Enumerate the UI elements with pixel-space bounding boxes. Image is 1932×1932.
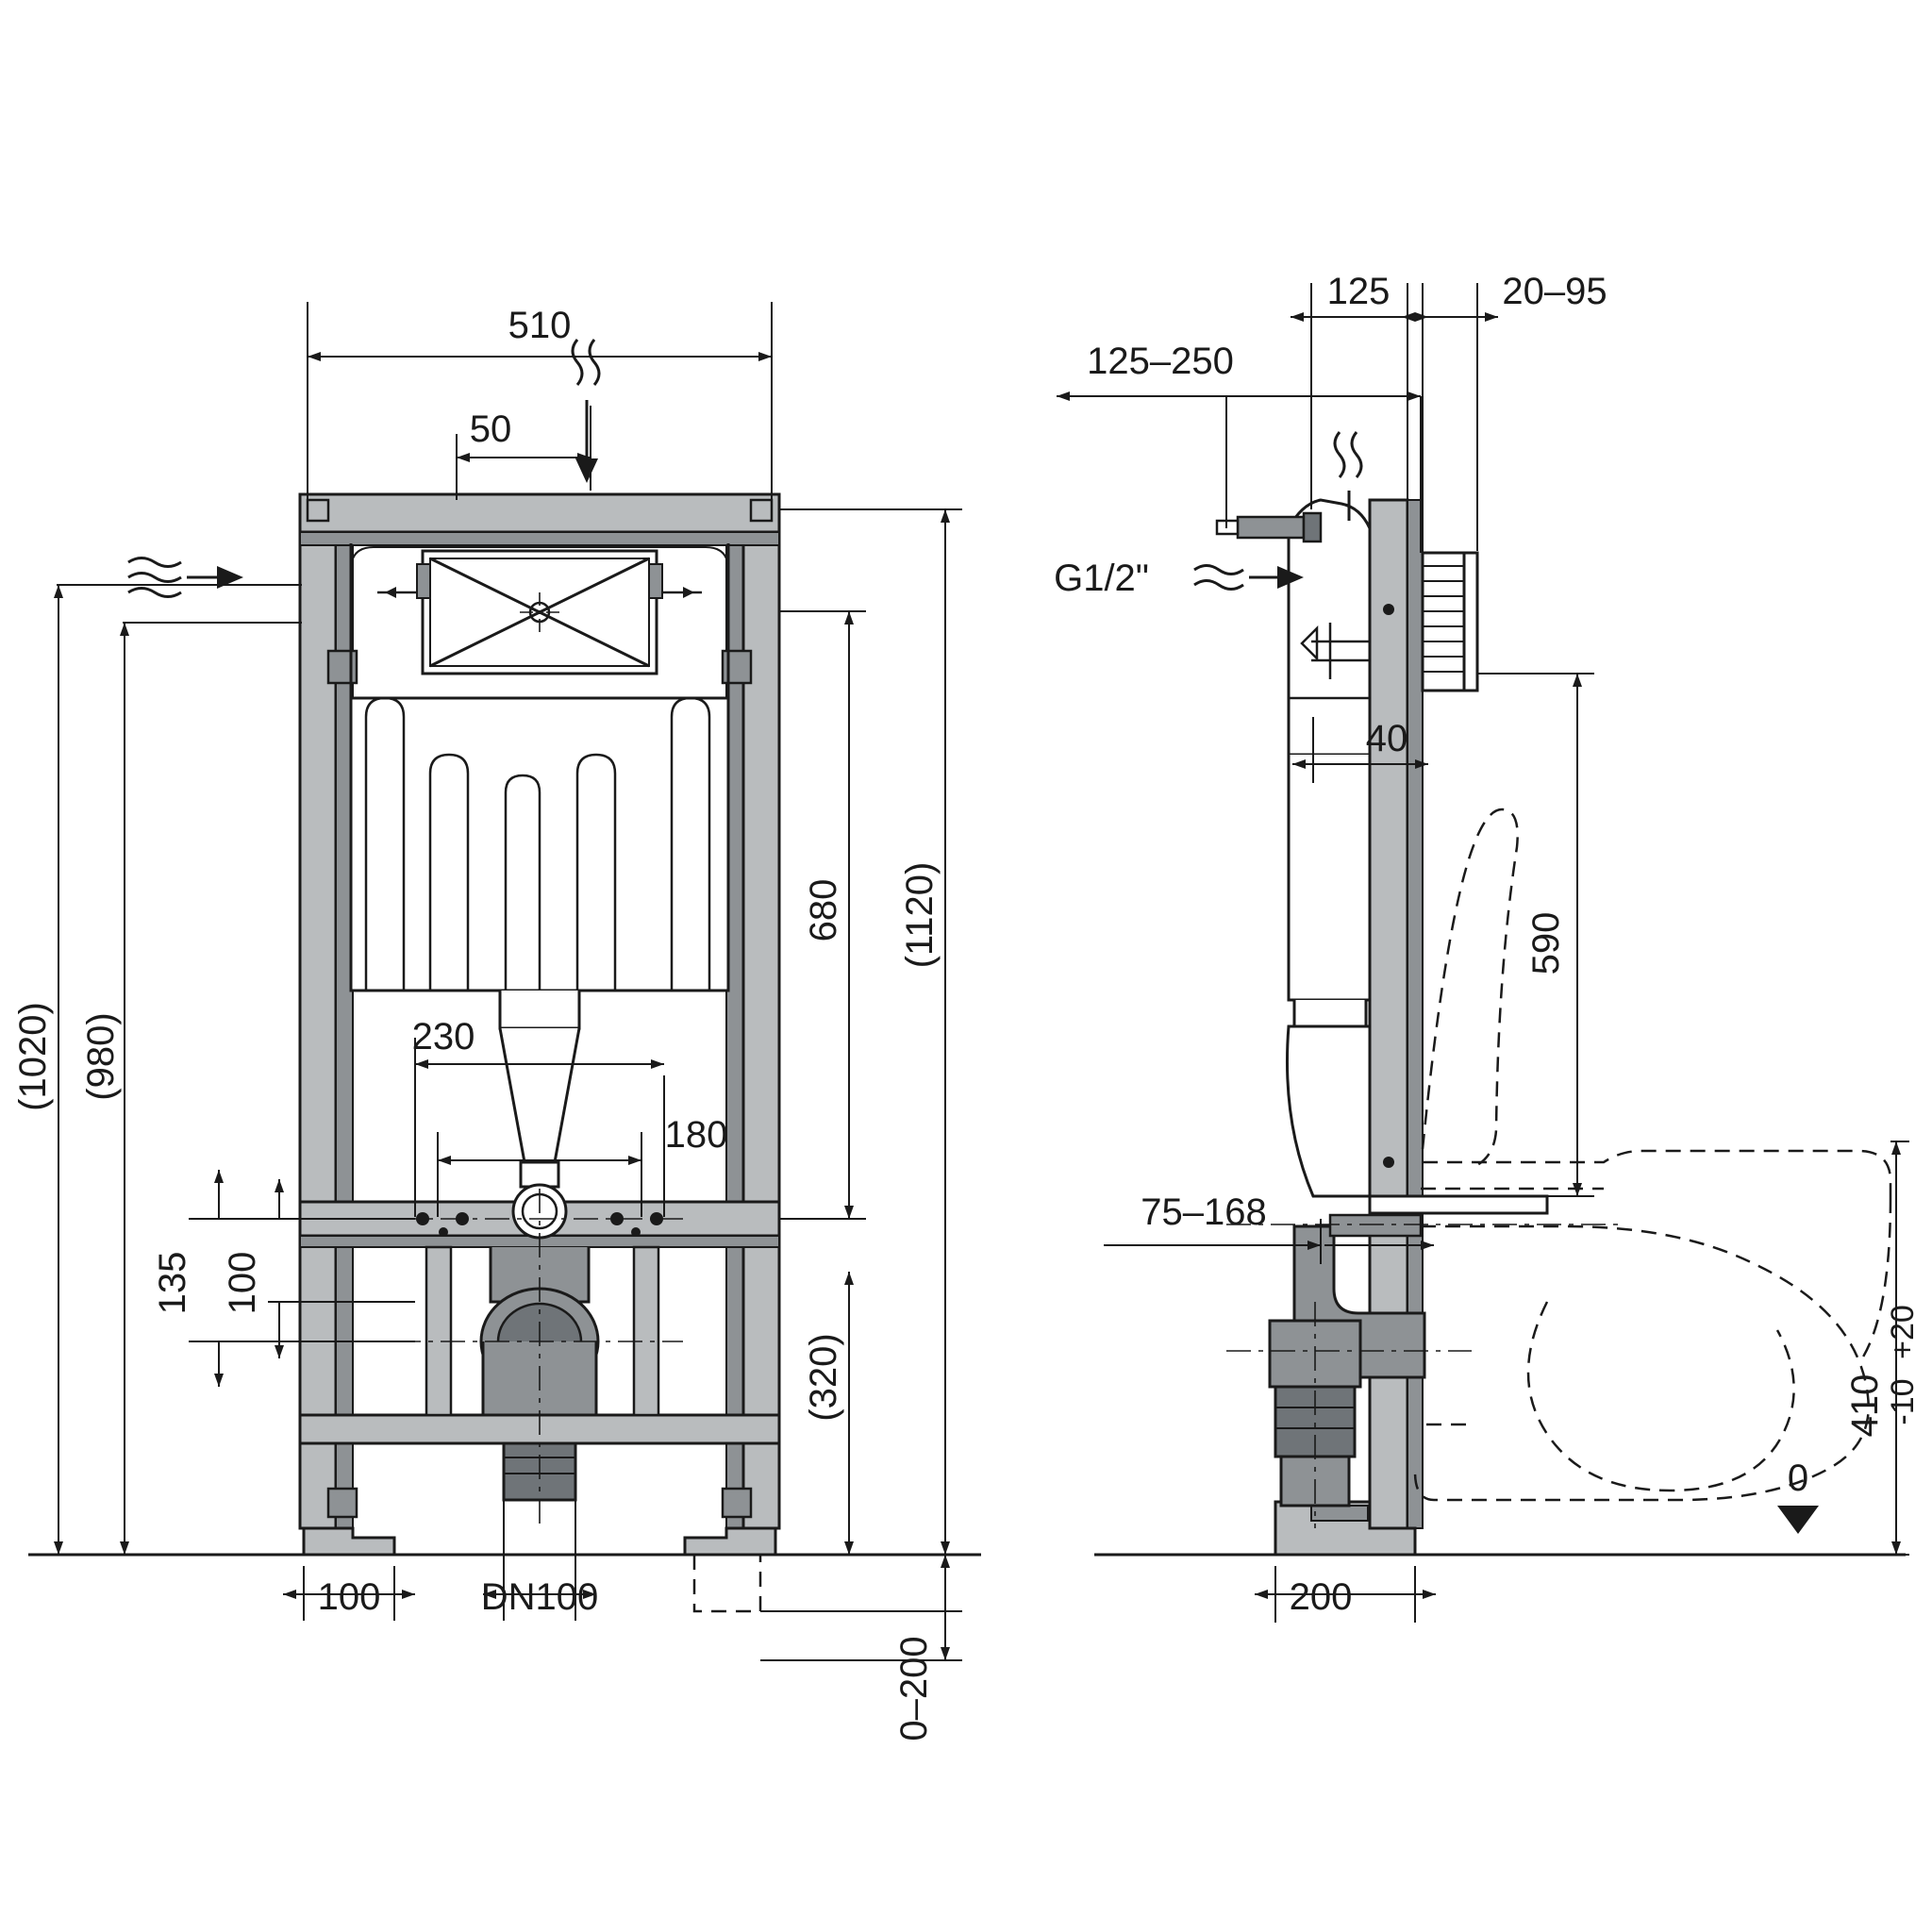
water-connection-arrow-side — [1193, 564, 1304, 591]
cistern-body — [349, 543, 730, 992]
front-view-group — [28, 302, 981, 1661]
vent-arrow-side — [1333, 431, 1363, 521]
label-tolerance-minus: -10 — [1885, 1378, 1921, 1424]
label-water-connection: G1/2" — [1054, 558, 1149, 599]
dimension-lines-side — [1057, 283, 1909, 1623]
label-height-980: (980) — [80, 1012, 122, 1100]
water-inlet-arrow-front — [127, 557, 243, 598]
label-outlet-180: 180 — [665, 1114, 728, 1156]
side-cistern — [1215, 498, 1372, 1198]
datum-marker — [1777, 1506, 1819, 1534]
label-bracket-range: 75–168 — [1141, 1191, 1266, 1233]
centre-lines-side — [1226, 1224, 1623, 1528]
centre-lines-front — [396, 1189, 683, 1528]
label-cistern-height: 680 — [803, 879, 844, 942]
label-depth-40: 40 — [1366, 718, 1408, 759]
label-plate-range: 20–95 — [1502, 271, 1607, 312]
label-access-range: 125–250 — [1087, 341, 1234, 382]
side-view-group — [1057, 283, 1909, 1623]
dimension-labels: 510 50 (1120) 680 (1020) (980) 230 180 1… — [12, 271, 1921, 1741]
label-datum-zero: 0 — [1788, 1457, 1808, 1499]
label-overall-width: 510 — [508, 305, 572, 346]
bowl-fixing-studs — [416, 1212, 663, 1237]
label-depth-125: 125 — [1327, 271, 1391, 312]
label-tolerance-plus: +20 — [1885, 1305, 1921, 1359]
label-dn100: DN100 — [481, 1576, 599, 1618]
frame-structure — [298, 492, 781, 1557]
ceramic-bowl-outline — [1413, 808, 1892, 1502]
label-height-1020: (1020) — [12, 1002, 54, 1111]
label-outlet-230: 230 — [412, 1016, 475, 1058]
label-bowl-height: 410 — [1844, 1374, 1886, 1438]
label-overall-height: (1120) — [899, 862, 941, 969]
label-base-depth: 200 — [1290, 1576, 1353, 1618]
side-frame-post — [1274, 498, 1424, 1557]
flush-plate-opening — [350, 546, 729, 675]
label-floor-adjust: 0–200 — [893, 1636, 935, 1740]
label-vent-offset: 50 — [470, 408, 512, 450]
label-bracket-100: 100 — [222, 1252, 263, 1315]
label-height-590: 590 — [1525, 912, 1567, 975]
label-lower-320: (320) — [803, 1333, 844, 1421]
flush-plate-box-side — [1421, 551, 1479, 692]
alt-drain-outline — [692, 1555, 762, 1613]
label-foot-100: 100 — [318, 1576, 381, 1618]
vent-arrow-front — [571, 339, 601, 483]
dimension-lines-front — [54, 302, 962, 1661]
label-bracket-135: 135 — [152, 1252, 193, 1315]
